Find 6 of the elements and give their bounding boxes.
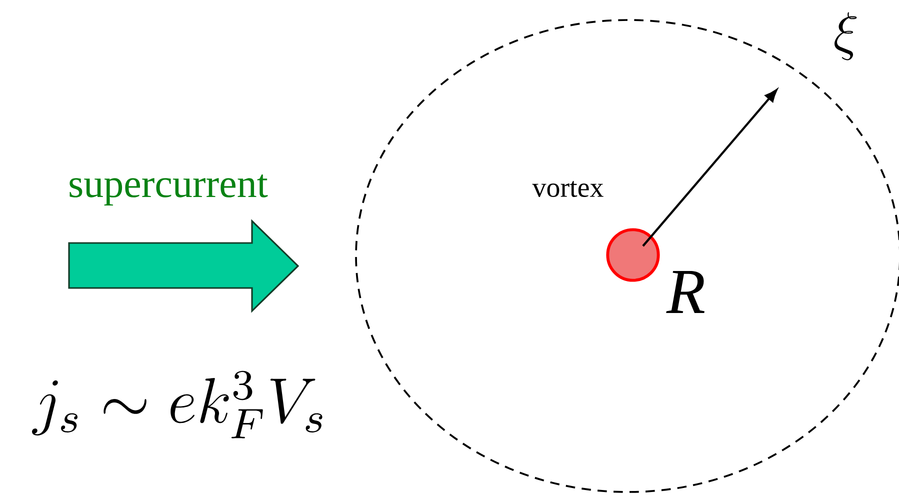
core-circle — [606, 228, 660, 282]
coherence-length-label: $\xi$ — [834, 12, 857, 60]
arrow-label: supercurrent — [70, 174, 268, 206]
formula: $j_s \sim e k_F^3 V_s$ — [32, 370, 322, 438]
radius-label: R — [666, 271, 704, 313]
node-label: vortex — [532, 180, 604, 197]
